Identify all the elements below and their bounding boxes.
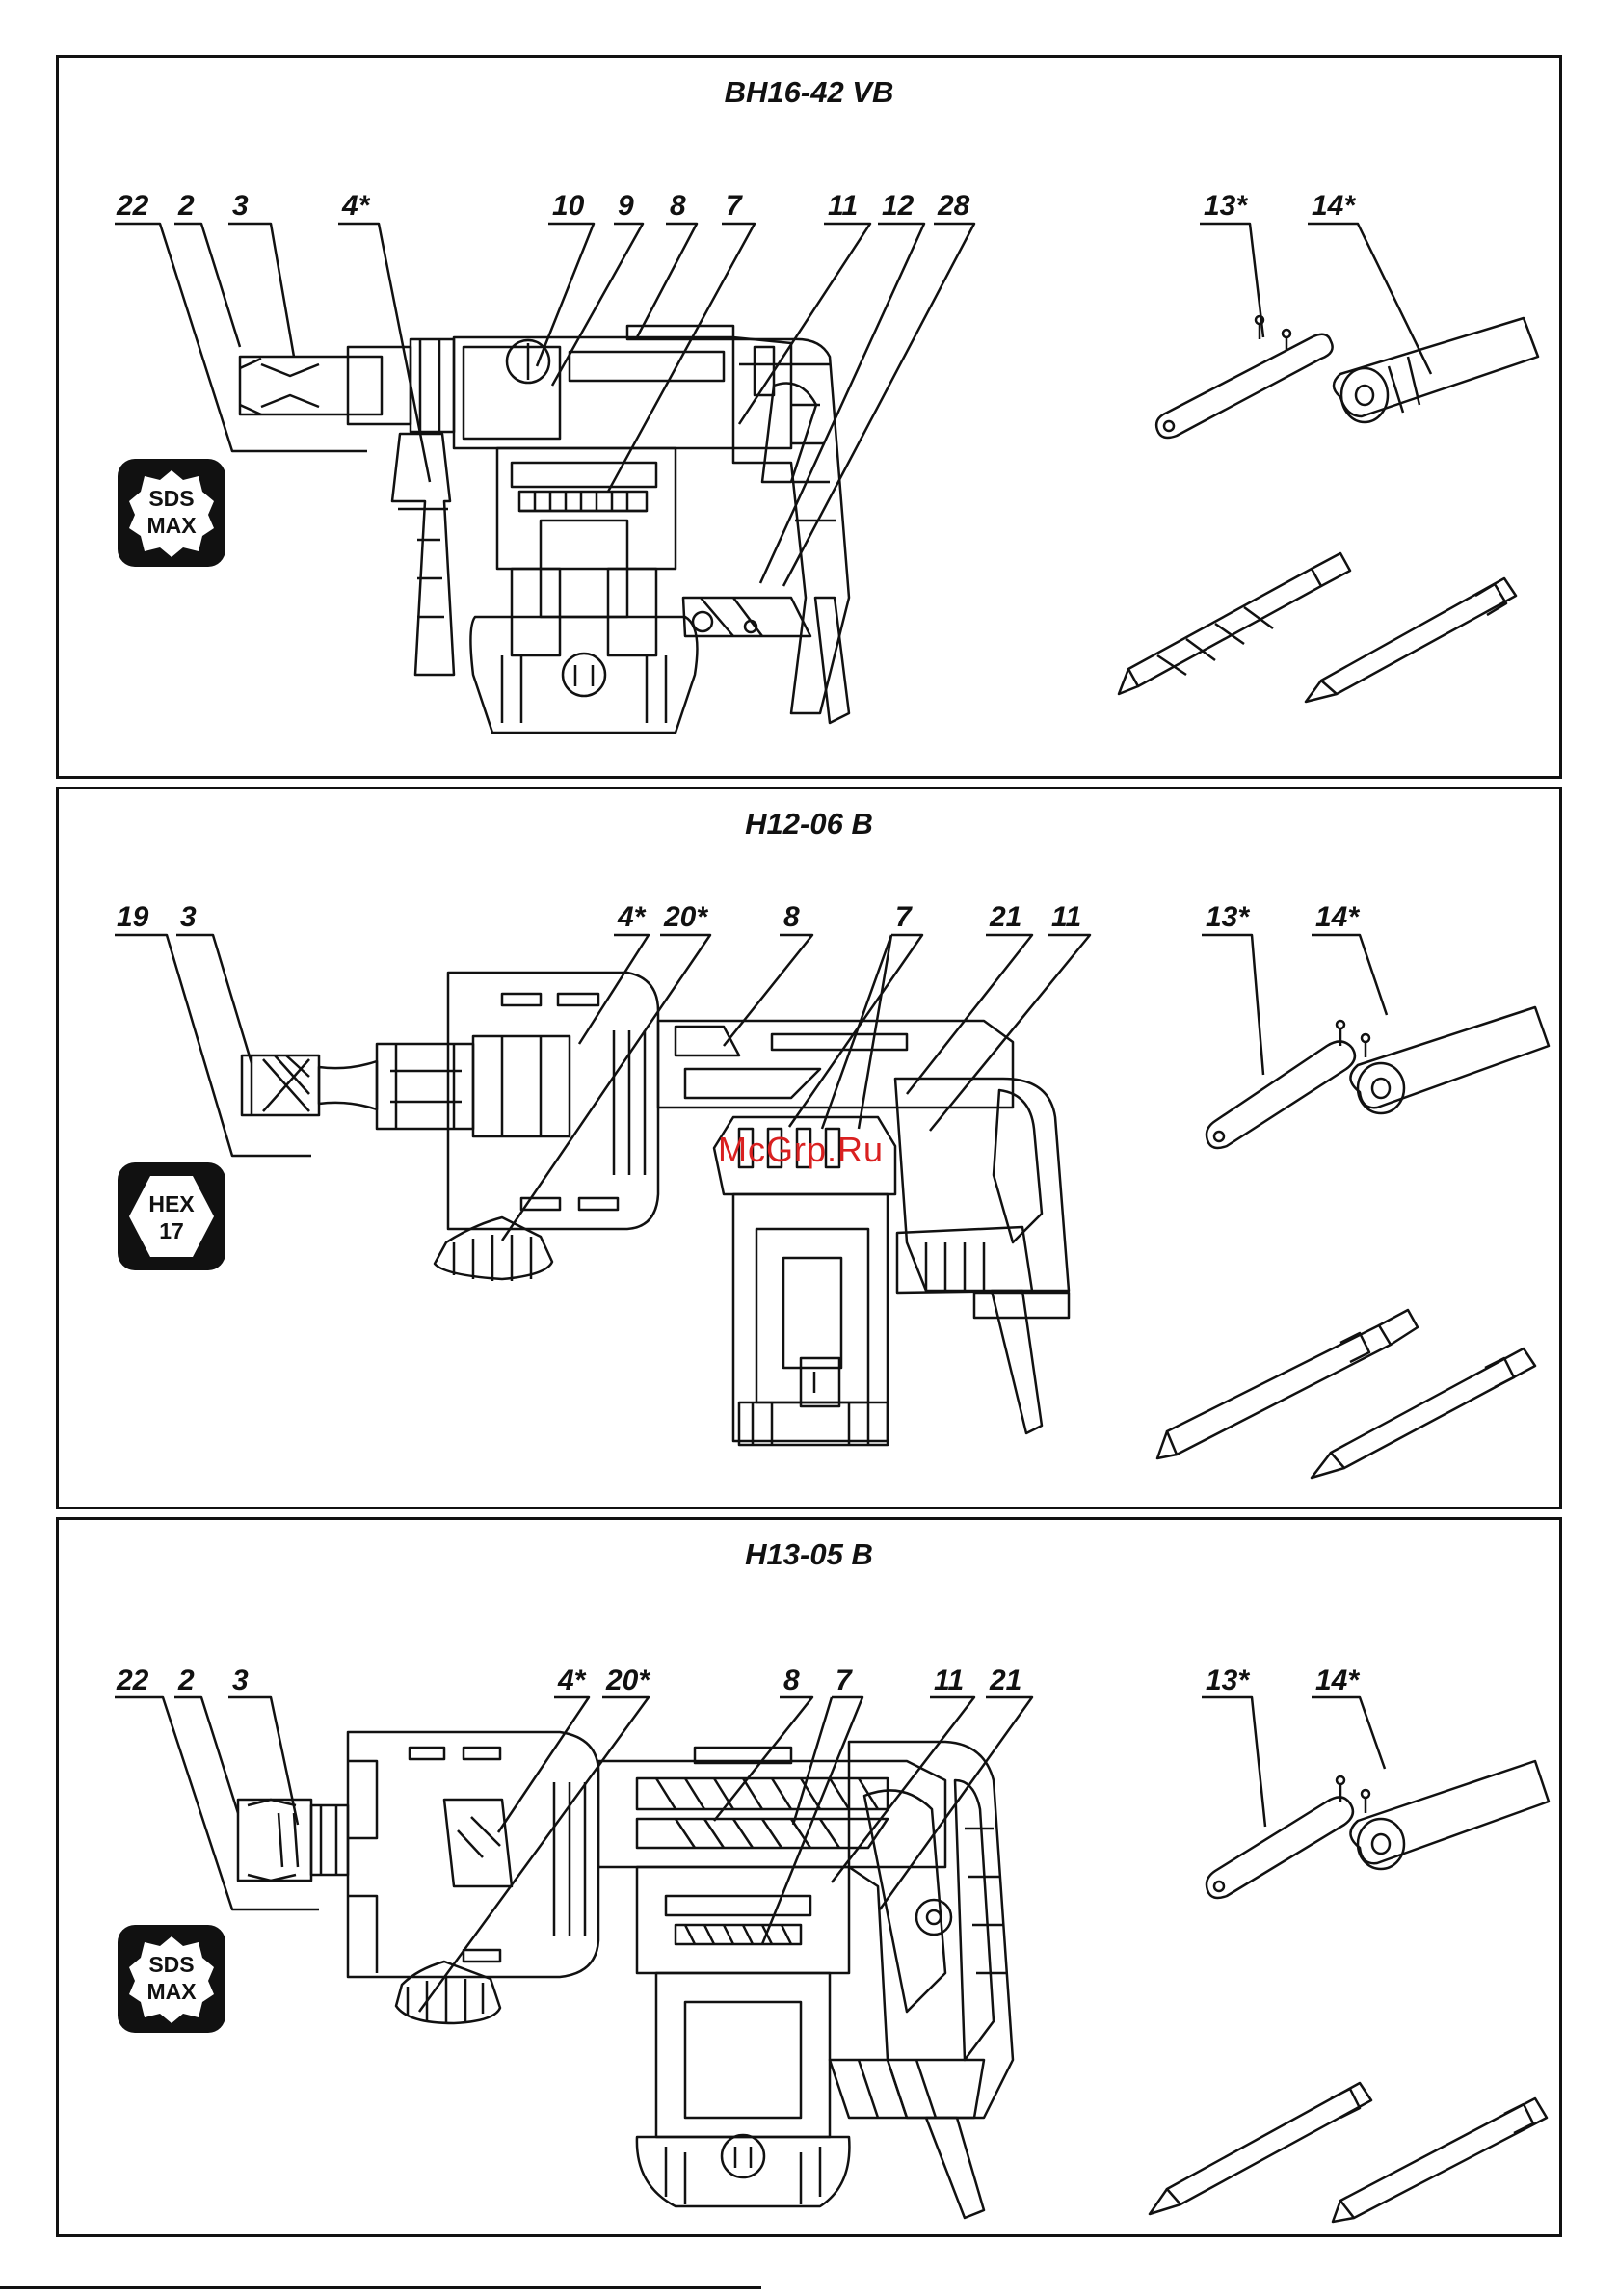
panel-bh16-42vb: BH16-42 VB SDS MAX 22 2 3 4* 10 9 8 7 11…	[56, 55, 1562, 779]
rotary-hammer-drawing	[59, 58, 1565, 782]
watermark: McGrp.Ru	[718, 1130, 884, 1170]
panel-h13-05b: H13-05 B SDS MAX 22 2 3 4* 20* 8 7 11 21…	[56, 1517, 1562, 2237]
footer-rule	[0, 2286, 761, 2289]
demolition-hammer-sds-drawing	[59, 1520, 1565, 2240]
